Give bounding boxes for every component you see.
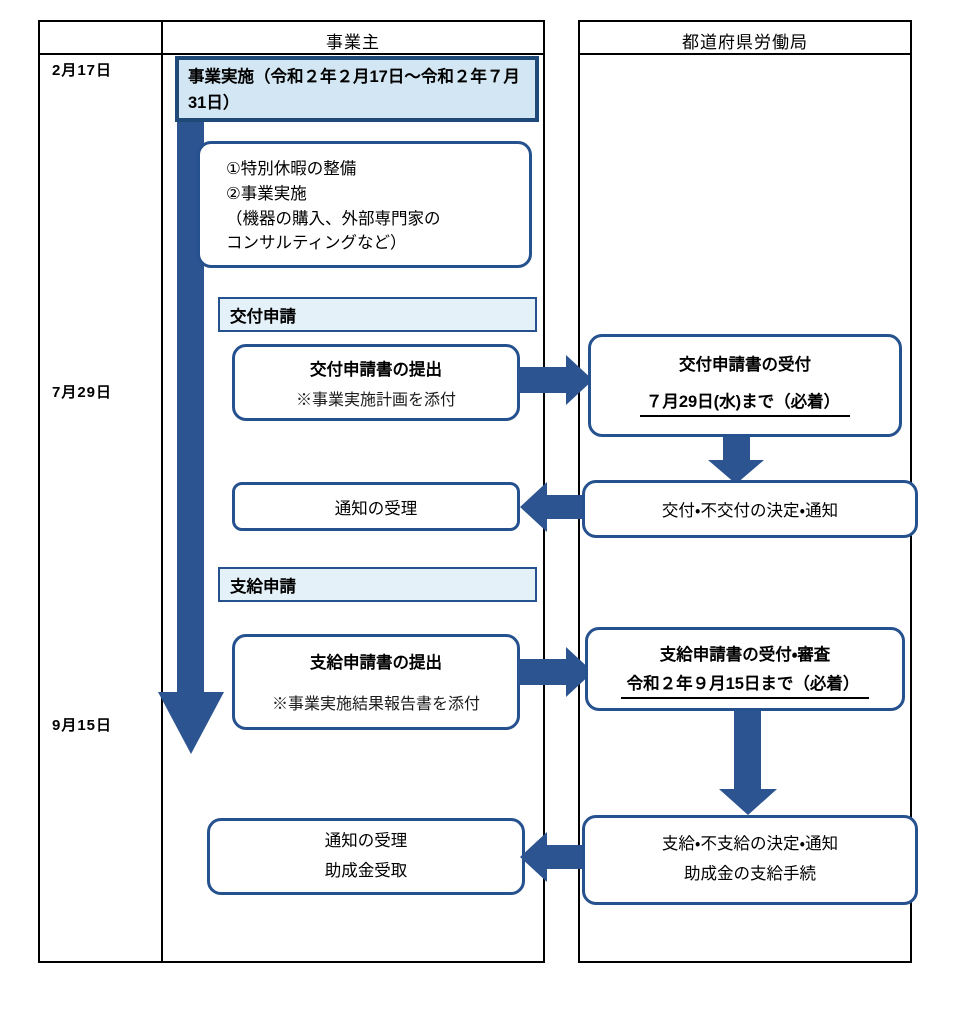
shikyu-decision-arrow-shaft xyxy=(734,711,761,789)
koufu-decision-label: 交付・不交付の決定・通知 xyxy=(661,502,839,520)
timeline-date-koufu-deadline: 7月29日 xyxy=(52,384,113,401)
timeline-date-start: 2月17日 xyxy=(52,62,113,79)
shikyu-section-header: 支給申請 xyxy=(218,567,537,602)
koufu-decision-box: 交付・不交付の決定・通知 xyxy=(582,480,918,538)
koufu-notice-receipt-box: 通知の受理 xyxy=(232,482,520,531)
business-lane-title: 事業主 xyxy=(326,33,380,52)
implementation-period-box: 事業実施（令和２年２月17日～令和２年７月31日） xyxy=(175,56,539,122)
bureau-lane-header-divider xyxy=(578,53,912,55)
final-notice-box: 通知の受理 助成金受取 xyxy=(207,818,525,895)
shikyu-decision-line1: 支給・不支給の決定・通知 xyxy=(661,835,839,854)
koufu-section-header: 交付申請 xyxy=(218,297,537,332)
detail-line-1: ①特別休暇の整備 xyxy=(226,160,357,178)
koufu-notice-arrow-icon xyxy=(520,482,547,532)
shikyu-submit-note: ※事業実施結果報告書を添付 xyxy=(271,696,480,713)
koufu-submit-box: 交付申請書の提出 ※事業実施計画を添付 xyxy=(232,344,520,421)
koufu-decision-arrow-shaft xyxy=(723,437,750,461)
bureau-lane-title: 都道府県労働局 xyxy=(682,33,808,52)
final-notice-line1: 通知の受理 xyxy=(324,831,408,850)
shikyu-accept-box: 支給申請書の受付・審査 令和２年９月15日まで（必着） xyxy=(585,627,905,711)
final-notice-arrow-shaft xyxy=(547,845,585,869)
koufu-accept-title: 交付申請書の受付 xyxy=(679,356,811,374)
detail-line-4: コンサルティングなど） xyxy=(226,234,407,253)
final-notice-line2: 助成金受取 xyxy=(324,861,408,880)
detail-line-2: ②事業実施 xyxy=(226,184,307,203)
koufu-notice-arrow-shaft xyxy=(547,495,585,519)
koufu-notice-receipt-label: 通知の受理 xyxy=(334,499,418,518)
shikyu-accept-deadline: 令和２年９月15日まで（必着） xyxy=(620,670,870,699)
koufu-submit-note: ※事業実施計画を添付 xyxy=(295,392,456,409)
shikyu-decision-arrow-icon xyxy=(719,789,777,815)
final-notice-arrow-icon xyxy=(520,832,547,882)
implementation-detail-box: ①特別休暇の整備 ②事業実施 （機器の購入、外部専門家の コンサルティングなど） xyxy=(197,141,532,268)
koufu-submit-arrow-shaft xyxy=(518,367,566,393)
shikyu-decision-box: 支給・不支給の決定・通知 助成金の支給手続 xyxy=(582,815,918,905)
koufu-accept-box: 交付申請書の受付 ７月29日(水)まで（必着） xyxy=(588,334,902,437)
detail-line-3: （機器の購入、外部専門家の xyxy=(226,209,441,228)
shikyu-decision-line2: 助成金の支給手続 xyxy=(684,865,816,883)
koufu-submit-title: 交付申請書の提出 xyxy=(310,361,442,379)
shikyu-submit-box: 支給申請書の提出 ※事業実施結果報告書を添付 xyxy=(232,634,520,730)
date-column-divider xyxy=(161,20,163,963)
timeline-date-shikyu-deadline: 9月15日 xyxy=(52,717,113,734)
business-lane-header-divider xyxy=(38,53,545,55)
shikyu-accept-title: 支給申請書の受付・審査 xyxy=(659,646,831,664)
timeline-arrow-head-icon xyxy=(158,692,224,754)
shikyu-submit-arrow-shaft xyxy=(518,659,566,685)
koufu-accept-deadline: ７月29日(水)まで（必着） xyxy=(639,388,851,417)
shikyu-submit-title: 支給申請書の提出 xyxy=(310,654,442,672)
